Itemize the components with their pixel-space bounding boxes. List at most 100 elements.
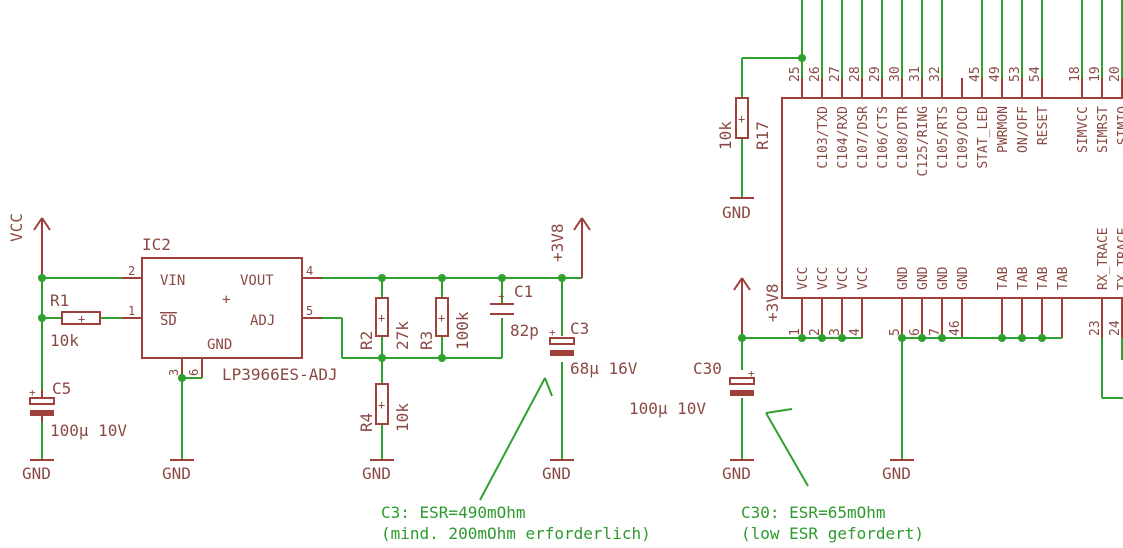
module-pin-label: C103/TXD: [816, 106, 831, 169]
module-pin-label: VCC: [796, 267, 811, 290]
ic2-pin-adj: ADJ: [250, 313, 275, 329]
svg-text:+: +: [738, 112, 745, 126]
module-pin-label: GND: [936, 266, 951, 290]
svg-text:+: +: [78, 312, 85, 326]
ic2-name: IC2: [142, 235, 171, 254]
module-pin-label: TAB: [1036, 266, 1051, 290]
v38-supply-symbol: [573, 217, 591, 278]
module-pin-label: ON/OFF: [1016, 106, 1031, 153]
r3-name: R3: [417, 331, 436, 350]
ic2-pin-number: 4: [306, 264, 313, 278]
svg-text:+: +: [378, 311, 385, 325]
module-pin-number: 54: [1028, 66, 1043, 82]
r17-value: 10k: [716, 121, 735, 150]
c3-value: 68µ 16V: [570, 359, 638, 378]
c1-value: 82p: [510, 321, 539, 340]
module-pin-number: 6: [908, 328, 923, 336]
r3-value: 100k: [453, 311, 472, 350]
r2-name: R2: [357, 331, 376, 350]
module-pin-number: 30: [888, 66, 903, 82]
module-pin-number: 20: [1108, 66, 1123, 82]
svg-text:+: +: [498, 290, 505, 303]
module-pin-number: 27: [828, 66, 843, 82]
module-pin-number: 32: [928, 66, 943, 82]
module-pin-label: C107/DSR: [856, 106, 871, 169]
ic2-pin-vin: VIN: [160, 273, 185, 289]
module-pin-number: 25: [788, 66, 803, 82]
module-pin-label: C106/CTS: [876, 106, 891, 169]
junction-dot: [498, 274, 506, 282]
module-body: [781, 97, 1123, 299]
ic2-pin-vout: VOUT: [240, 273, 274, 289]
module-pin-label: RESET: [1036, 106, 1051, 145]
ic2-pin-number: 5: [306, 304, 313, 318]
module-pin-label: C125/RING: [916, 106, 931, 177]
module-pin-label: TAB: [1056, 266, 1071, 290]
module-pin-label: PWRMON: [996, 106, 1011, 153]
module-pin-label: GND: [956, 266, 971, 290]
module-pin-number: 24: [1108, 320, 1123, 336]
module-pin-label: C105/RTS: [936, 106, 951, 169]
junction-dot: [838, 334, 846, 342]
r1-resistor: +: [61, 311, 101, 326]
c30-note-line2: (low ESR gefordert): [741, 524, 924, 543]
module-pin-label: SIMRST: [1096, 106, 1111, 153]
junction-dot: [1018, 334, 1026, 342]
module-pin-number: 45: [968, 66, 983, 82]
module-pin-number: 29: [868, 66, 883, 82]
module-pin-number: 49: [988, 66, 1003, 82]
r1-value: 10k: [50, 331, 79, 350]
junction-dot: [998, 334, 1006, 342]
c5-value: 100µ 10V: [50, 421, 127, 440]
junction-dot: [438, 354, 446, 362]
module-pin-number: 23: [1088, 320, 1103, 336]
ic2-pin-number: 6: [187, 369, 201, 376]
module-pin-number: 7: [928, 328, 943, 336]
ic2-body: [141, 257, 303, 359]
module-power-wires: [741, 337, 1123, 460]
ic2-origin-mark: +: [222, 292, 230, 308]
ic2-pin-number: 1: [128, 304, 135, 318]
ic2-pin-number: 2: [128, 264, 135, 278]
module-pin-label: STAT_LED: [976, 106, 991, 169]
module-pin-label: SIMVCC: [1076, 106, 1091, 153]
r2-resistor: +: [375, 297, 389, 337]
module-pin-number: 1: [788, 328, 803, 336]
r4-value: 10k: [393, 403, 412, 432]
module-pin-number: 31: [908, 66, 923, 82]
v38-label: +3V8: [763, 283, 782, 322]
junction-dot: [1038, 334, 1046, 342]
c3-capacitor: +: [549, 326, 575, 356]
ic2-pin-gnd: GND: [207, 337, 232, 353]
ic2-pin-sd: SD: [160, 313, 177, 329]
c5-capacitor: +: [29, 386, 55, 422]
module-pin-label: SIMIO: [1116, 106, 1123, 145]
module-pin-number: 2: [808, 328, 823, 336]
c3-name: C3: [570, 319, 589, 338]
module-pin-label: C104/RXD: [836, 106, 851, 169]
junction-dot: [898, 334, 906, 342]
module-pin-label: GND: [896, 266, 911, 290]
svg-text:+: +: [438, 311, 445, 325]
module-pin-label: GND: [916, 266, 931, 290]
module-pin-number: 4: [848, 328, 863, 336]
junction-dot: [38, 314, 46, 322]
gnd-label: GND: [22, 464, 51, 483]
c30-value: 100µ 10V: [629, 399, 706, 418]
c1-name: C1: [514, 282, 533, 301]
gnd-label: GND: [362, 464, 391, 483]
r17-resistor: +: [735, 97, 749, 139]
svg-text:+: +: [748, 367, 755, 380]
module-pin-label: TAB: [996, 266, 1011, 290]
module-pin-number: 53: [1008, 66, 1023, 82]
r4-name: R4: [357, 413, 376, 432]
junction-dot: [378, 354, 386, 362]
module-pin-number: 46: [948, 320, 963, 336]
module-pin-number: 28: [848, 66, 863, 82]
module-pin-number: 19: [1088, 66, 1103, 82]
c30-name: C30: [693, 359, 722, 378]
gnd-label: GND: [722, 464, 751, 483]
